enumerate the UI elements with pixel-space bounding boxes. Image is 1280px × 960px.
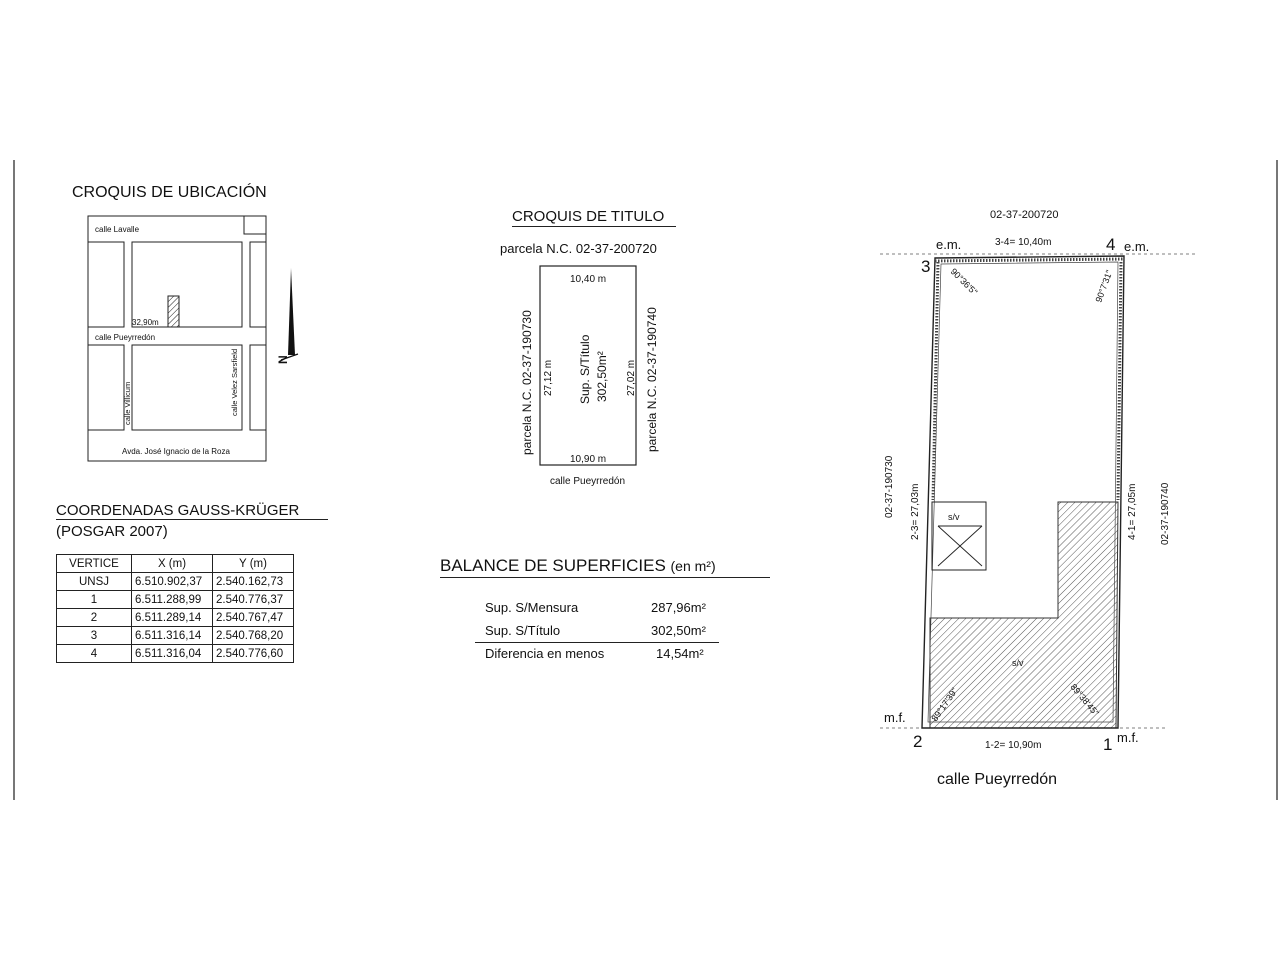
cell-y: 2.540.776,60 — [212, 644, 294, 663]
table-row: 3 6.511.316,14 2.540.768,20 — [56, 626, 294, 645]
balance-label-2: Sup. S/Título — [485, 623, 561, 638]
block-sw — [87, 344, 125, 431]
vertex-3: 3 — [921, 257, 930, 276]
coordinates-table: VERTICE X (m) Y (m) UNSJ 6.510.902,37 2.… — [56, 554, 294, 663]
north-label: N — [276, 355, 290, 364]
titulo-sup-line1: Sup. S/Título — [578, 334, 592, 404]
block-ne — [249, 241, 267, 328]
mensura-side-41: 4-1= 27,05m — [1127, 484, 1138, 540]
titulo-left-parcela: parcela N.C. 02-37-190730 — [520, 310, 534, 455]
balance-label-3: Diferencia en menos — [485, 646, 605, 661]
balance-unit: (en m²) — [670, 558, 716, 574]
mf-label-1: m.f. — [1117, 730, 1139, 745]
block-se — [249, 344, 267, 431]
titulo-parcela-top: parcela N.C. 02-37-200720 — [500, 241, 657, 256]
angle-vertex-4: 90°7'31" — [1093, 269, 1114, 304]
water-tank-box — [931, 501, 987, 571]
table-row: UNSJ 6.510.902,37 2.540.162,73 — [56, 572, 294, 591]
building-area — [929, 501, 1119, 729]
ubicacion-frame — [87, 215, 267, 462]
street-lavalle: calle Lavalle — [95, 225, 140, 234]
block-nw — [87, 241, 125, 328]
titulo-street: calle Pueyrredón — [550, 476, 625, 487]
vertex-2: 2 — [913, 732, 922, 751]
north-arrow-tick — [280, 353, 299, 361]
titulo-right-parcela: parcela N.C. 02-37-190740 — [645, 307, 659, 452]
street-pueyrredon: calle Pueyrredón — [95, 333, 155, 342]
balance-value-3: 14,54m² — [656, 646, 704, 661]
coordenadas-title-2: (POSGAR 2007) — [56, 523, 168, 540]
wall-left — [931, 261, 940, 501]
corner-ne — [243, 216, 266, 235]
titulo-right-side: 27,02 m — [626, 360, 637, 396]
tank-sv-label: s/v — [948, 512, 960, 522]
north-arrow-icon — [288, 268, 295, 355]
cell-x: 6.511.316,14 — [131, 626, 213, 645]
sheet-border-left — [13, 160, 15, 800]
mf-label-2: m.f. — [884, 710, 906, 725]
mensura-side-34: 3-4= 10,40m — [995, 237, 1051, 248]
water-tank-x2 — [937, 525, 983, 567]
balance-value-2: 302,50m² — [651, 623, 706, 638]
ubicacion-title: CROQUIS DE UBICACIÓN — [72, 184, 267, 201]
cell-y: 2.540.767,47 — [212, 608, 294, 627]
distance-label: 32,90m — [132, 318, 159, 327]
balance-label-1: Sup. S/Mensura — [485, 600, 579, 615]
titulo-top-side: 10,40 m — [570, 274, 606, 285]
em-label-4: e.m. — [1124, 239, 1149, 254]
mensura-street: calle Pueyrredón — [937, 771, 1058, 788]
balance-underline — [440, 577, 770, 578]
balance-value-1: 287,96m² — [651, 600, 706, 615]
mensura-side-23: 2-3= 27,03m — [910, 484, 921, 540]
titulo-bottom-side: 10,90 m — [570, 454, 606, 465]
balance-separator — [475, 642, 719, 643]
vertex-4: 4 — [1106, 235, 1115, 254]
coordenadas-title-1: COORDENADAS GAUSS-KRÜGER — [56, 502, 300, 519]
building-sv-label: s/v — [1012, 658, 1024, 668]
wall-right — [1116, 261, 1123, 501]
balance-title-text: BALANCE DE SUPERFICIES — [440, 556, 666, 575]
angle-vertex-3: 90°36'5" — [949, 266, 980, 297]
parcel-boundary — [921, 255, 1125, 729]
cell-y: 2.540.768,20 — [212, 626, 294, 645]
street-velez: calle Velez Sarsfield — [230, 349, 239, 416]
vertex-1: 1 — [1103, 735, 1112, 754]
coordenadas-underline — [56, 519, 328, 520]
em-label-3: e.m. — [936, 237, 961, 252]
titulo-left-side: 27,12 m — [543, 360, 554, 396]
cell-x: 6.511.316,04 — [131, 644, 213, 663]
sheet-border-right — [1276, 160, 1278, 800]
street-roza: Avda. José Ignacio de la Roza — [122, 447, 230, 456]
street-villicum: calle Villicum — [123, 382, 132, 425]
block-n — [131, 241, 243, 328]
mensura-side-12: 1-2= 10,90m — [985, 740, 1041, 751]
block-s — [131, 344, 243, 431]
titulo-underline — [512, 226, 676, 227]
table-row: 4 6.511.316,04 2.540.776,60 — [56, 644, 294, 663]
parcel-location-marker — [167, 295, 180, 328]
wall-top — [934, 257, 1125, 263]
cell-x: 6.510.902,37 — [131, 572, 213, 591]
titulo-parcel-outline — [539, 265, 637, 466]
mensura-parcela-right: 02-37-190740 — [1160, 482, 1171, 545]
titulo-title: CROQUIS DE TITULO — [512, 208, 665, 225]
balance-title: BALANCE DE SUPERFICIES (en m²) — [440, 556, 716, 576]
titulo-sup-line2: 302,50m² — [595, 351, 609, 402]
mensura-parcela-left: 02-37-190730 — [884, 455, 895, 518]
header-vertice: VERTICE — [56, 554, 132, 573]
mensura-parcela-top: 02-37-200720 — [990, 209, 1059, 221]
